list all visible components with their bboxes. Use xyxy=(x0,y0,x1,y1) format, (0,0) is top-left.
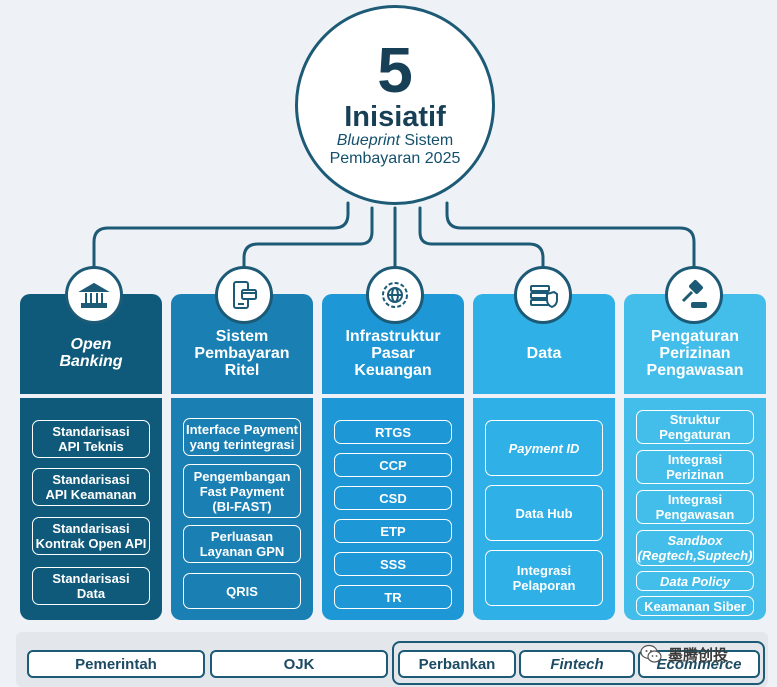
column-title-sistem-pembayaran: Sistem Pembayaran Ritel xyxy=(194,327,290,379)
hub-subtitle-italic: Blueprint xyxy=(336,132,400,149)
item-csd: CSD xyxy=(334,486,452,510)
item-sandbox: Sandbox (Regtech,Suptech) xyxy=(636,530,754,566)
stakeholder-pemerintah: Pemerintah xyxy=(27,650,205,678)
column-body-infrastruktur: RTGS CCP CSD ETP SSS TR xyxy=(322,398,464,620)
hub-subtitle: Blueprint Sistem xyxy=(298,132,492,150)
item-ccp: CCP xyxy=(334,453,452,477)
hub-subtitle-line2: Pembayaran 2025 xyxy=(329,150,461,167)
stakeholder-ojk: OJK xyxy=(210,650,388,678)
connector-open-banking xyxy=(92,201,350,270)
column-body-open-banking: Standarisasi API Teknis Standarisasi API… xyxy=(20,398,162,620)
column-body-sistem-pembayaran: Interface Payment yang terintegrasi Peng… xyxy=(171,398,313,620)
hub-subtitle-rest: Sistem xyxy=(399,132,454,149)
mobile-payment-icon xyxy=(215,266,273,324)
stakeholder-perbankan: Perbankan xyxy=(398,650,516,678)
item-data-policy: Data Policy xyxy=(636,571,754,591)
watermark: 墨腾创投 xyxy=(640,643,728,665)
item-interface-payment: Interface Payment yang terintegrasi xyxy=(183,418,301,456)
column-title-infrastruktur: Infrastruktur Pasar Keuangan xyxy=(345,327,441,379)
item-standarisasi-data: Standarisasi Data xyxy=(32,567,150,605)
hub-circle: 5 Inisiatif Blueprint Sistem Pembayaran … xyxy=(295,5,495,205)
gavel-icon xyxy=(665,266,723,324)
item-integrasi-pelaporan: Integrasi Pelaporan xyxy=(485,550,603,606)
item-qris: QRIS xyxy=(183,573,301,609)
database-shield-icon xyxy=(514,266,572,324)
hub-title: Inisiatif xyxy=(344,101,446,133)
item-integrasi-perizinan: Integrasi Perizinan xyxy=(636,450,754,484)
stakeholder-fintech: Fintech xyxy=(519,650,635,678)
column-title-pengaturan: Pengaturan Perizinan Pengawasan xyxy=(646,327,744,379)
item-standarisasi-api-teknis: Standarisasi API Teknis xyxy=(32,420,150,458)
bank-icon xyxy=(65,266,123,324)
item-struktur-pengaturan: Struktur Pengaturan xyxy=(636,410,754,444)
item-perluasan-gpn: Perluasan Layanan GPN xyxy=(183,525,301,563)
item-standarisasi-api-keamanan: Standarisasi API Keamanan xyxy=(32,468,150,506)
item-integrasi-pengawasan: Integrasi Pengawasan xyxy=(636,490,754,524)
watermark-text: 墨腾创投 xyxy=(668,646,729,664)
item-keamanan-siber: Keamanan Siber xyxy=(636,596,754,616)
stakeholder-group-industry xyxy=(392,641,765,685)
wechat-icon xyxy=(640,644,662,663)
column-body-data: Payment ID Data Hub Integrasi Pelaporan xyxy=(473,398,615,620)
connector-data xyxy=(418,206,545,270)
item-data-hub: Data Hub xyxy=(485,485,603,541)
hub-number: 5 xyxy=(377,34,413,106)
item-payment-id: Payment ID xyxy=(485,420,603,476)
column-title-data: Data xyxy=(526,344,562,362)
item-standarisasi-kontrak-open-api: Standarisasi Kontrak Open API xyxy=(32,517,150,555)
connector-sistem-pembayaran xyxy=(242,206,374,270)
item-etp: ETP xyxy=(334,519,452,543)
column-body-pengaturan: Struktur Pengaturan Integrasi Perizinan … xyxy=(624,398,766,620)
connector-pengaturan xyxy=(445,201,696,270)
item-tr: TR xyxy=(334,585,452,609)
globe-gear-icon xyxy=(366,266,424,324)
item-bi-fast: Pengembangan Fast Payment (BI-FAST) xyxy=(183,464,301,518)
item-rtgs: RTGS xyxy=(334,420,452,444)
column-title-open-banking: Open Banking xyxy=(59,336,123,370)
item-sss: SSS xyxy=(334,552,452,576)
